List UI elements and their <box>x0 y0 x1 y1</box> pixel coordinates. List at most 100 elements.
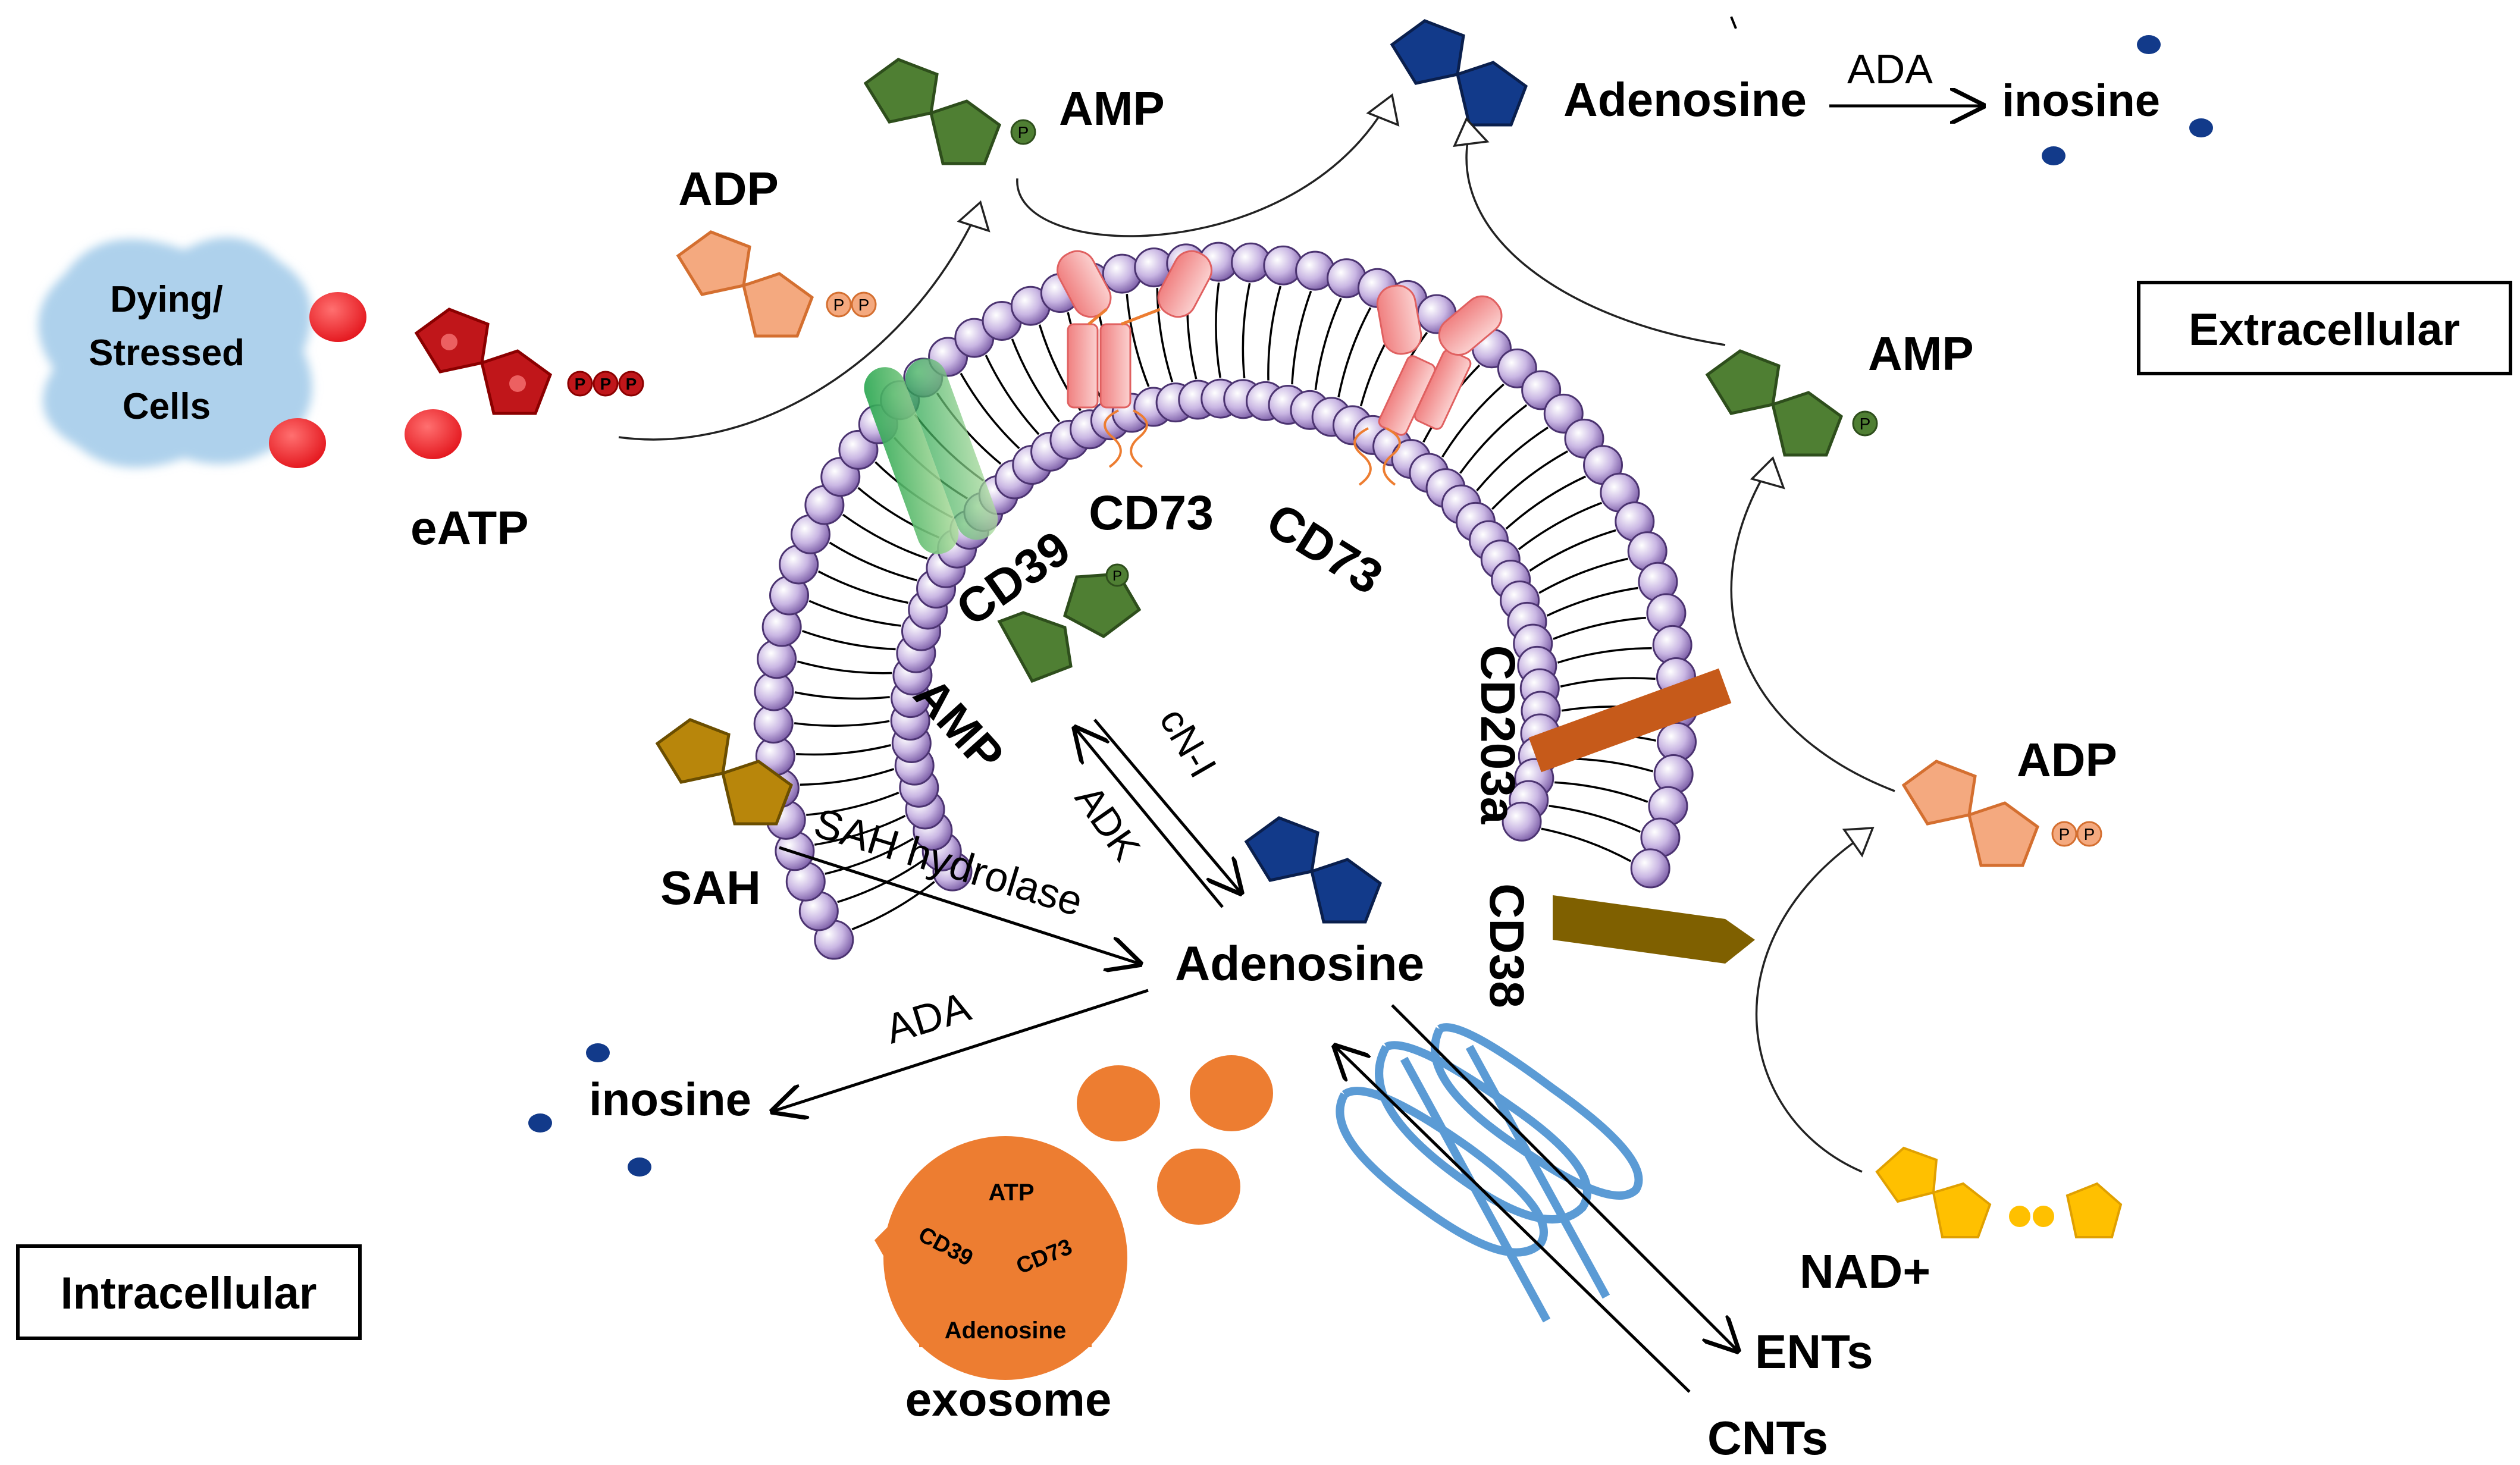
adp-label-right: ADP <box>2017 733 2117 786</box>
lipid-tail <box>1491 450 1569 510</box>
adenosine-label-inner: Adenosine <box>1175 937 1424 991</box>
lipid-tail <box>808 600 901 627</box>
amp-molecule-icon-top: P <box>863 58 1036 165</box>
inosine-dots-top <box>2042 35 2213 165</box>
lipid-tail <box>817 570 909 604</box>
cd203a-protein <box>1528 668 1732 773</box>
lipid-tail <box>800 768 895 786</box>
exosome-atp-label: ATP <box>988 1179 1034 1206</box>
cd73-protein-right <box>1353 284 1503 486</box>
lipid-tail <box>851 881 935 931</box>
atp-release-dot <box>309 292 366 342</box>
phosphate-label: P <box>833 296 845 314</box>
adp-label-top: ADP <box>678 162 779 215</box>
lipid-tail <box>1011 338 1060 423</box>
adenosine-molecule-icon-top <box>1390 19 1528 127</box>
lipid-tail <box>1476 426 1549 491</box>
cd38-label: CD38 <box>1480 883 1534 1008</box>
stray-tick <box>1730 16 1737 29</box>
phosphate-label: P <box>600 375 612 393</box>
phosphate-label: P <box>2084 825 2095 843</box>
exosome-label: exosome <box>905 1373 1112 1426</box>
amp-label-top: AMP <box>1059 82 1165 135</box>
lipid-tail <box>794 720 890 727</box>
lipid-tail <box>1291 290 1312 385</box>
lipid-tail <box>1553 616 1646 640</box>
lipid-tail <box>837 859 924 904</box>
intracellular-label: Intracellular <box>61 1268 317 1319</box>
nad-molecule-icon <box>1875 1146 2123 1238</box>
lipid-tail <box>1242 283 1251 379</box>
eatp-molecule-icon: P P P <box>414 308 644 415</box>
lipid-tail <box>829 541 917 582</box>
eatp-label: eATP <box>410 501 529 554</box>
lipid-tail <box>1541 827 1632 862</box>
sah-hydrolase-label: SAH hydrolase <box>809 799 1088 925</box>
phosphate-label: P <box>2059 825 2070 843</box>
cd73-label-right: CD73 <box>1257 493 1391 605</box>
lipid-tail <box>1314 297 1342 390</box>
phosphate-label: P <box>1112 568 1122 584</box>
amp-molecule-icon-right: P <box>1705 349 1878 457</box>
exosome-adenosine-label: Adenosine <box>945 1317 1066 1344</box>
adk-label: ADK <box>1067 777 1149 868</box>
lipid-tail <box>1529 529 1616 572</box>
lipid-tail <box>1538 557 1628 594</box>
lipid-tail <box>1560 677 1656 688</box>
lipid-tail <box>1215 282 1221 378</box>
intracellular-box: Intracellular <box>16 1244 362 1340</box>
atp-release-dot <box>405 409 462 459</box>
lipid-tail <box>960 372 1020 450</box>
lipid-tail <box>1267 286 1282 381</box>
lipid-tail <box>814 815 906 846</box>
cd38-protein <box>1553 895 1755 964</box>
ents-label: ENTs <box>1755 1325 1873 1378</box>
inosine-label-inner: inosine <box>589 1073 751 1125</box>
extracellular-label: Extracellular <box>2189 305 2460 355</box>
lipid-tail <box>1337 307 1372 398</box>
adp-molecule-icon-right: P P <box>1901 760 2102 867</box>
cnts-label: CNTs <box>1707 1411 1828 1464</box>
phosphate-label: P <box>1860 415 1871 433</box>
ada-label-top: ADA <box>1847 46 1933 92</box>
ada-label-inner: ADA <box>880 983 976 1053</box>
lipid-tail <box>842 513 928 560</box>
dying-cells-label-2: Stressed <box>89 332 245 374</box>
ent-cnt-transporters <box>1336 1023 1643 1323</box>
cd73-protein-left <box>1057 250 1212 468</box>
lipid-tail <box>1549 804 1641 833</box>
lipid-tail <box>1441 383 1505 458</box>
sah-molecule-icon <box>655 718 794 826</box>
adenosine-label-top: Adenosine <box>1563 73 1807 126</box>
lipid-tail <box>1459 404 1528 474</box>
dying-cells-label-1: Dying/ <box>110 279 222 320</box>
sah-label: SAH <box>660 861 761 914</box>
cd73-label-left: CD73 <box>1089 486 1214 540</box>
dying-stressed-cells: Dying/ Stressed Cells <box>38 237 312 468</box>
adenosine-molecule-icon-inner <box>1244 816 1383 924</box>
phosphate-label: P <box>575 375 586 393</box>
amp-label-right: AMP <box>1868 327 1974 380</box>
phosphate-label: P <box>1018 123 1029 142</box>
lipid-tail <box>825 837 914 875</box>
amp-molecule-icon-inner: P <box>997 563 1142 683</box>
lipid-tail <box>1546 586 1638 617</box>
cn1-label: cN-I <box>1151 701 1225 785</box>
lipid-tail <box>1557 647 1652 664</box>
lipid-tail <box>797 660 892 675</box>
lipid-tail <box>1518 501 1602 551</box>
inosine-dots-inner <box>528 1043 651 1177</box>
lipid-head <box>1630 848 1670 889</box>
reaction-arrows <box>773 106 1982 1393</box>
extracellular-box: Extracellular <box>2137 281 2512 375</box>
conversion-arrows <box>618 93 1895 1173</box>
lipid-tail <box>806 791 899 816</box>
phosphate-label: P <box>858 296 870 314</box>
cd39-protein <box>864 358 998 554</box>
nad-label: NAD+ <box>1800 1245 1930 1298</box>
adp-molecule-icon-top: P P <box>676 230 877 338</box>
lipid-head <box>1502 801 1542 842</box>
cd203a-label: CD203a <box>1471 645 1525 825</box>
lipid-tail <box>796 744 891 756</box>
